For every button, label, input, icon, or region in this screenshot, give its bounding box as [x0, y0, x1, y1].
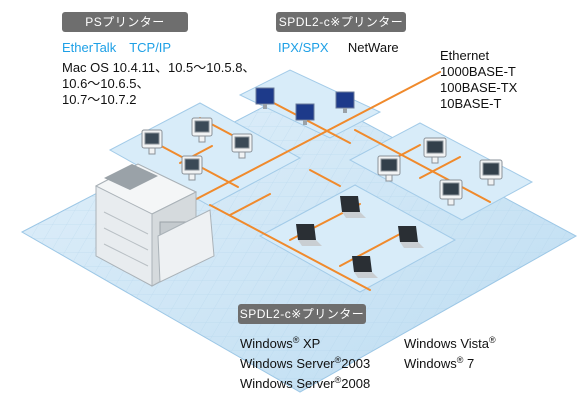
ethernet-line: 1000BASE-T — [440, 64, 516, 79]
windows-os-item: Windows Server®2008 — [240, 375, 371, 391]
netware-monitors — [255, 87, 355, 125]
windows-os-list-right: Windows Vista® Windows® 7 — [404, 332, 496, 372]
ps-os-list: Mac OS 10.4.11、10.5～10.5.8、 10.6～10.6.5、… — [62, 60, 255, 108]
windows-os-item: Windows Vista® — [404, 335, 496, 351]
ethernet-line: 100BASE-TX — [440, 80, 518, 95]
windows-laptops — [296, 196, 424, 278]
printer-device — [94, 163, 215, 287]
ethernet-line: Ethernet — [440, 48, 490, 63]
ps-os-line: Mac OS 10.4.11、10.5～10.5.8、 — [62, 60, 256, 75]
ethernet-info: Ethernet 1000BASE-T 100BASE-TX 10BASE-T — [440, 48, 517, 112]
windows-os-item: Windows Server®2003 — [240, 355, 371, 371]
ipx-spx-label: IPX/SPX — [278, 40, 329, 55]
ps-printer-badge: PSプリンター — [62, 12, 188, 32]
spdl-top-protocols: IPX/SPX NetWare — [278, 40, 399, 56]
ps-os-line: 10.6～10.6.5、 — [62, 76, 150, 91]
spdl-printer-badge-bottom: SPDL2-c※プリンター — [238, 304, 366, 324]
windows-os-item: Windows® XP — [240, 335, 321, 351]
netware-label: NetWare — [347, 40, 399, 55]
panel-windows-right — [348, 122, 534, 221]
ps-os-line: 10.7～10.7.2 — [62, 92, 137, 107]
mac-monitors — [141, 117, 253, 181]
windows-os-item: Windows® 7 — [404, 355, 475, 371]
windows-os-list-left: Windows® XP Windows Server®2003 Windows … — [240, 332, 370, 392]
ethernet-line: 10BASE-T — [440, 96, 502, 111]
windows-desktops — [377, 137, 503, 206]
ps-protocols: EtherTalk TCP/IP — [62, 40, 172, 55]
panel-windows-bottom — [258, 184, 457, 293]
spdl-printer-badge-top: SPDL2-c※プリンター — [276, 12, 406, 32]
